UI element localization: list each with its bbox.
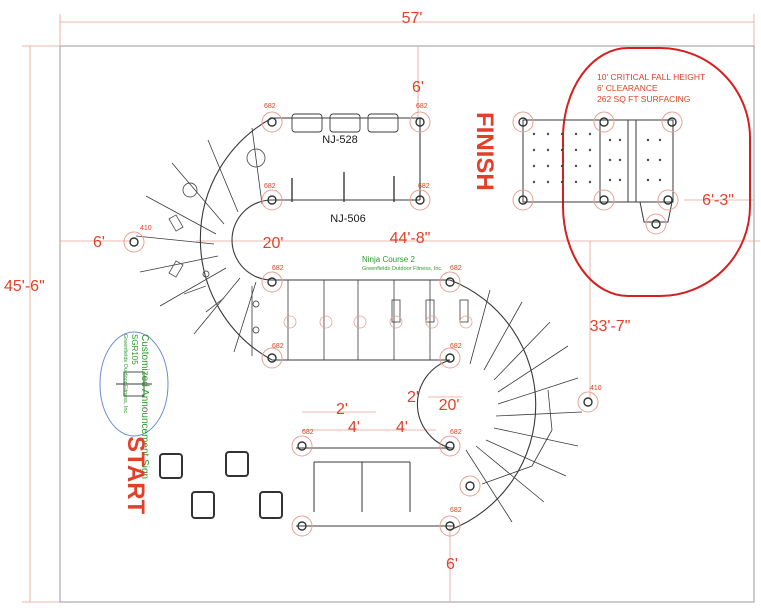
post-marker: 682 — [439, 429, 462, 457]
start-run — [296, 447, 454, 527]
inner-radius-top-label: 20' — [263, 235, 284, 252]
clearance-dimension-lines — [60, 46, 760, 602]
post-marker: 682 — [291, 429, 314, 457]
finish-label: FINISH — [471, 112, 498, 191]
post-marker: 410 — [123, 225, 152, 253]
post-marker: 682 — [409, 103, 431, 133]
svg-text:410: 410 — [590, 385, 602, 392]
stepping-pods — [159, 451, 283, 519]
run-depth-label: 33'-7" — [590, 318, 631, 335]
fall-zone-line1: 10' CRITICAL FALL HEIGHT — [597, 72, 705, 82]
post-marker — [512, 189, 534, 211]
svg-text:682: 682 — [418, 183, 430, 190]
right-clearance-label: 6'-3" — [702, 192, 734, 209]
svg-text:682: 682 — [450, 343, 462, 350]
announcement-sign-text: Customized Announcement Sign SGR105 Gree… — [122, 334, 150, 479]
spacing-d-label: 2' — [407, 389, 419, 406]
sign-title-label: Customized Announcement Sign — [139, 334, 150, 479]
spacing-b-label: 4' — [348, 419, 360, 436]
svg-text:682: 682 — [272, 265, 284, 272]
nj528-label: NJ-528 — [322, 134, 357, 146]
post-marker: 682 — [261, 265, 284, 293]
sign-maker-label: Greenfields Outdoor Fitness, Inc. — [122, 334, 128, 415]
left-clearance-label: 6' — [93, 234, 105, 251]
spacing-a-label: 2' — [336, 401, 348, 418]
svg-text:682: 682 — [416, 103, 428, 110]
post-marker: 682 — [261, 343, 284, 369]
svg-text:682: 682 — [450, 507, 462, 514]
svg-text:682: 682 — [302, 429, 314, 436]
course-deck — [199, 117, 537, 531]
post-marker: 682 — [261, 183, 283, 211]
post-marker: 682 — [261, 103, 283, 133]
fall-zone-line2: 6' CLEARANCE — [597, 83, 658, 93]
overall-depth-dimension — [22, 45, 60, 603]
course-maker-label: Greenfields Outdoor Fitness, Inc. — [362, 266, 443, 272]
nj506-label: NJ-506 — [330, 213, 365, 225]
post-marker — [661, 111, 683, 133]
fall-zone-line3: 262 SQ FT SURFACING — [597, 94, 690, 104]
svg-text:410: 410 — [140, 225, 152, 232]
overall-width-label: 57' — [402, 10, 423, 27]
svg-text:682: 682 — [264, 183, 276, 190]
post-markers: 682 682 682 682 682 682 682 682 682 682 … — [123, 103, 683, 537]
finish-platform — [522, 119, 674, 223]
spacing-c-label: 4' — [396, 419, 408, 436]
post-marker — [291, 515, 313, 537]
post-marker: 682 — [409, 183, 431, 211]
sign-model-label: SGR105 — [130, 334, 139, 365]
post-marker: 410 — [577, 385, 602, 413]
middle-run-bays — [251, 280, 469, 360]
svg-text:682: 682 — [272, 343, 284, 350]
run-length-label: 44'-8" — [390, 230, 431, 247]
top-curve-fixtures — [168, 148, 266, 334]
middle-run-footprints — [283, 315, 473, 329]
bottom-curve-dividers — [465, 289, 583, 523]
svg-text:682: 682 — [450, 429, 462, 436]
post-marker — [657, 189, 679, 211]
bottom-clearance-label: 6' — [446, 556, 458, 573]
post-marker — [512, 111, 534, 133]
post-marker: 682 — [439, 265, 462, 293]
post-marker: 682 — [439, 507, 462, 537]
svg-text:682: 682 — [264, 103, 276, 110]
nj528-station — [291, 113, 399, 133]
post-marker: 682 — [439, 343, 462, 369]
post-marker — [593, 189, 615, 211]
start-label: START — [122, 436, 149, 515]
post-marker — [459, 475, 481, 497]
overall-depth-label: 45'-6" — [4, 278, 45, 295]
fall-zone-outline — [562, 47, 751, 297]
top-clearance-label: 6' — [412, 79, 424, 96]
inner-radius-bottom-label: 20' — [439, 397, 460, 414]
nj506-station — [291, 172, 395, 202]
post-marker — [593, 111, 615, 133]
svg-text:682: 682 — [450, 265, 462, 272]
bottom-curve-rail — [481, 389, 553, 485]
site-boundary — [59, 45, 755, 603]
top-curve-dividers — [135, 127, 263, 353]
overall-width-dimension — [59, 14, 755, 46]
announcement-sign — [99, 331, 169, 437]
course-title-label: Ninja Course 2 — [362, 255, 415, 264]
finish-platform-dots — [532, 132, 662, 184]
post-marker — [645, 213, 667, 235]
